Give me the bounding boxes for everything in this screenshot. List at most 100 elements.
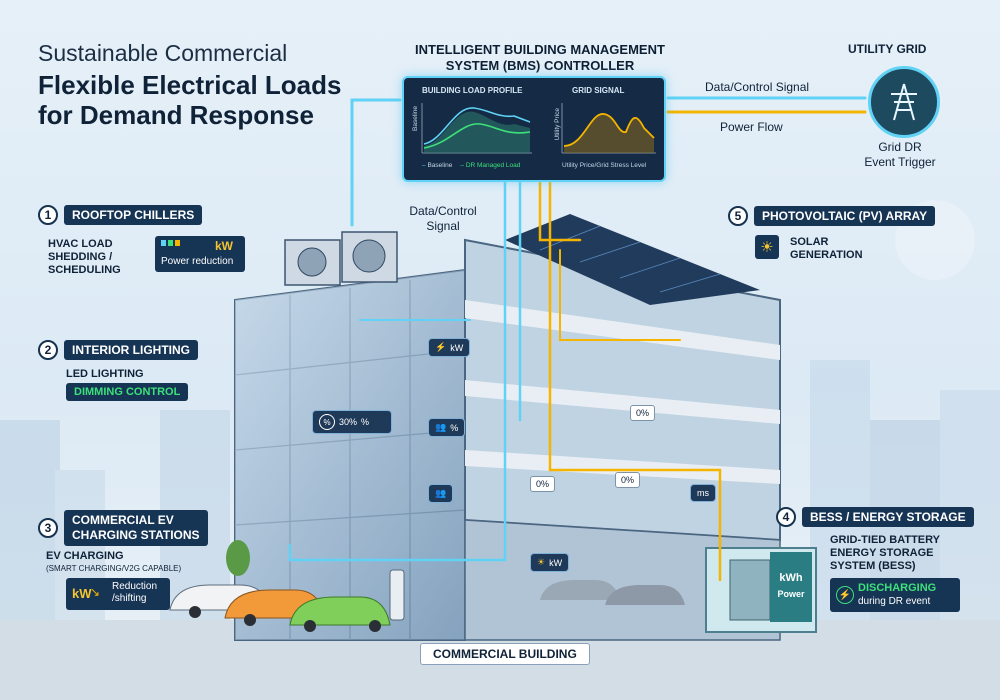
floor-kw-text: kW <box>450 342 464 353</box>
sun-icon: ☀ <box>755 235 779 259</box>
item-4-sub-l1: GRID-TIED BATTERY <box>830 534 940 546</box>
dimmer-slider[interactable]: % 30% % <box>312 410 392 434</box>
tree <box>226 540 250 576</box>
bess-power: Power <box>777 589 805 599</box>
floor-time-text: ms <box>697 488 709 498</box>
people-icon: 👥 <box>435 422 447 432</box>
load-profile-chart <box>421 103 532 154</box>
item-3-box-l2: /shifting <box>112 593 147 604</box>
bess-kwh: kWh <box>779 572 803 584</box>
item-2-number: 2 <box>38 340 58 360</box>
center-signal-l2: Signal <box>426 219 460 233</box>
floor-solar-kw: kW <box>549 557 563 568</box>
floor-badge-occupancy: 👥 <box>428 484 454 503</box>
item-5-subtitle: SOLAR GENERATION <box>790 236 863 262</box>
item-3-box-text: Reduction /shifting <box>112 581 157 605</box>
item-4-header: 4 BESS / ENERGY STORAGE <box>776 507 974 527</box>
utility-grid-title: UTILITY GRID <box>848 42 927 56</box>
floor-zero-2: 0% <box>530 476 556 492</box>
item-1-subtitle: HVAC LOAD SHEDDING / SCHEDULING <box>48 238 121 277</box>
bess-container <box>705 547 817 633</box>
solar-panels <box>505 214 760 305</box>
item-3-number: 3 <box>38 518 58 538</box>
item-5-title: PHOTOVOLTAIC (PV) ARRAY <box>754 206 936 226</box>
flow-lines <box>288 96 867 582</box>
item-1-sub-l2: SHEDDING / <box>48 251 113 263</box>
bess-unit-display: kWh Power <box>772 566 810 616</box>
title-line-1: Sustainable Commercial <box>38 40 288 66</box>
dimmer-value: 30% <box>339 417 358 427</box>
grid-caption-l2: Event Trigger <box>864 155 936 169</box>
item-1-power-box: kW Power reduction <box>155 236 245 272</box>
item-4-box-l1: DISCHARGING <box>858 582 937 594</box>
bms-title-line-2: SYSTEM (BMS) CONTROLLER <box>445 58 635 73</box>
lightning-icon: ⚡ <box>435 342 447 352</box>
center-signal-l1: Data/Control <box>409 204 477 218</box>
down-arrow-icon: ↘ <box>90 585 101 599</box>
item-5-number: 5 <box>728 206 748 226</box>
item-4-discharging-box: ⚡ DISCHARGING during DR event <box>830 578 960 612</box>
item-4-sub-l2: ENERGY STORAGE <box>830 547 934 559</box>
item-3-unit: kW <box>72 586 92 601</box>
item-3-subtitle: EV CHARGING <box>46 550 124 562</box>
commercial-building-label: COMMERCIAL BUILDING <box>420 643 590 665</box>
item-4-box-l2: during DR event <box>858 596 931 607</box>
bms-title: INTELLIGENT BUILDING MANAGEMENT SYSTEM (… <box>395 42 685 74</box>
dimmer-icon: % <box>319 414 335 430</box>
battery-charge-icon: ⚡ <box>836 586 854 604</box>
item-3-subtitle-small: (SMART CHARGING/V2G CAPABLE) <box>46 564 182 573</box>
item-5-sub-l2: GENERATION <box>790 249 863 261</box>
legend-dr-managed: – DR Managed Load <box>460 162 521 169</box>
floor-badge-time: ms <box>690 484 716 502</box>
load-legend: – Baseline – DR Managed Load <box>422 162 520 169</box>
item-1-number: 1 <box>38 205 58 225</box>
item-1-sub-l3: SCHEDULING <box>48 264 121 276</box>
item-5-header: 5 PHOTOVOLTAIC (PV) ARRAY <box>728 206 936 226</box>
main-tower <box>234 268 466 641</box>
item-1-sub-l1: HVAC LOAD <box>48 238 113 250</box>
item-1-box-text: Power reduction <box>161 256 234 267</box>
grid-dr-caption: Grid DR Event Trigger <box>850 140 950 170</box>
load-profile-title: BUILDING LOAD PROFILE <box>422 86 523 95</box>
rooftop-chillers <box>284 231 398 286</box>
floor-zero-1: 0% <box>630 405 656 421</box>
grid-y-label: Utility Price <box>554 108 561 141</box>
item-3-reduction-box: kW ↘ Reduction /shifting <box>66 578 170 610</box>
grid-caption-l1: Grid DR <box>878 140 922 154</box>
item-2-dimming-box: DIMMING CONTROL <box>66 383 189 401</box>
title-line-3: for Demand Response <box>38 100 314 130</box>
small-sun-icon: ☀ <box>537 557 546 567</box>
grid-signal-title: GRID SIGNAL <box>572 86 625 95</box>
occupancy-icon: 👥 <box>435 488 447 498</box>
item-3-title-l2: CHARGING STATIONS <box>72 528 200 542</box>
item-5-sub-l1: SOLAR <box>790 236 829 248</box>
item-1-unit: kW <box>215 239 233 253</box>
grid-signal-caption: Utility Price/Grid Stress Level <box>562 162 647 169</box>
bms-title-line-1: INTELLIGENT BUILDING MANAGEMENT <box>415 42 665 57</box>
item-2-title: INTERIOR LIGHTING <box>64 340 198 360</box>
grid-signal-chart <box>561 103 656 154</box>
floor-badge-pct: 👥 % <box>428 418 466 437</box>
legend-baseline: – Baseline <box>422 162 453 169</box>
load-y-label: Baseline <box>412 106 419 131</box>
bar-chart-icon <box>161 240 180 246</box>
item-3-box-l1: Reduction <box>112 581 158 592</box>
item-4-title: BESS / ENERGY STORAGE <box>802 507 974 527</box>
bms-controller-panel[interactable]: BUILDING LOAD PROFILE GRID SIGNAL Baseli… <box>402 76 666 182</box>
item-4-number: 4 <box>776 507 796 527</box>
item-3-header: 3 COMMERCIAL EV CHARGING STATIONS <box>38 510 208 546</box>
floor-pct-text: % <box>450 422 459 433</box>
floor-badge-kw: ⚡ kW <box>428 338 471 357</box>
utility-grid-node[interactable] <box>868 66 940 138</box>
transmission-tower-icon <box>891 83 917 121</box>
item-4-subtitle: GRID-TIED BATTERY ENERGY STORAGE SYSTEM … <box>830 534 940 573</box>
item-2-header: 2 INTERIOR LIGHTING <box>38 340 198 360</box>
item-4-sub-l3: SYSTEM (BESS) <box>830 560 916 572</box>
item-3-title-l1: COMMERCIAL EV <box>72 513 174 527</box>
item-1-title: ROOFTOP CHILLERS <box>64 205 203 225</box>
item-1-header: 1 ROOFTOP CHILLERS <box>38 205 203 225</box>
item-2-subtitle: LED LIGHTING <box>66 368 144 380</box>
power-flow-label: Power Flow <box>720 120 783 134</box>
center-signal-label: Data/Control Signal <box>398 204 488 234</box>
